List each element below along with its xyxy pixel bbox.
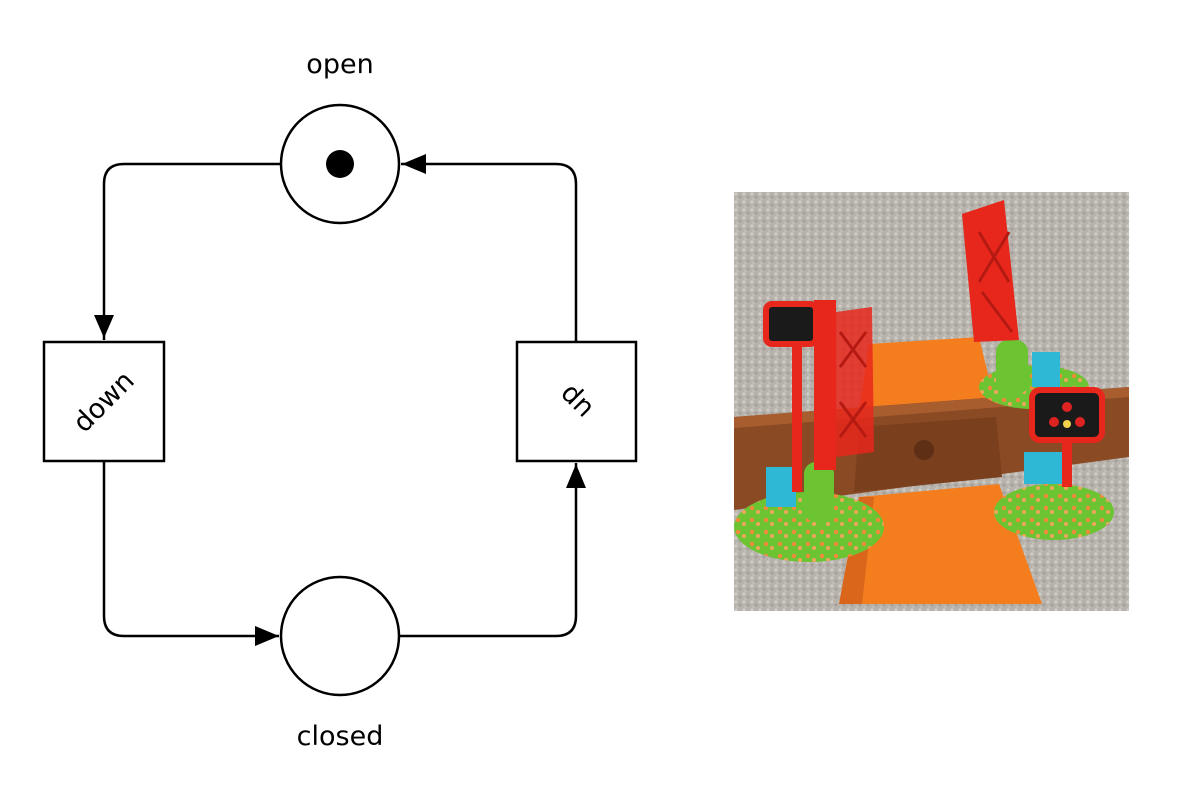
arc-up-to-open [401,162,578,341]
signal-light-left [1049,417,1059,427]
railroad-crossing-photo [734,192,1129,611]
place-closed [279,575,401,697]
signal-right-board [1029,387,1105,443]
signal-left-pole [792,342,802,492]
transition-down [42,340,166,463]
arrowhead-up-in [566,464,586,488]
fence-left [766,467,796,507]
transition-up [515,340,638,463]
barrier-left-lattice [836,307,874,457]
signal-left-board [763,301,819,347]
fence-right-back [1032,352,1060,387]
road-near [839,484,1042,604]
arc-closed-to-up [400,463,578,638]
track-hole [914,440,934,460]
signal-light-right [1075,417,1085,427]
road-far [859,337,996,412]
barrier-right-back [962,200,1019,342]
arc-down-to-closed [102,461,279,638]
barrier-right-back-holes [977,231,1014,333]
token-dot [326,150,354,178]
base-right-near [994,484,1114,540]
signal-right-pole [1062,437,1072,487]
base-left-near [734,492,884,562]
arrowhead-down-in [94,315,114,338]
post-left-green [804,462,834,522]
post-right-back-green [996,340,1028,395]
place-label-closed: closed [297,721,384,752]
arrowhead-closed-in [255,626,279,646]
signal-light-top [1062,402,1072,412]
barrier-left [814,300,836,470]
petri-net-diagram: open closed down up [42,49,638,752]
signal-light-center [1063,420,1071,428]
arc-open-to-down [102,162,281,340]
fence-right-near [1024,452,1064,484]
arrowhead-open-in [402,154,426,174]
place-label-open: open [306,49,373,80]
barrier-left-holes [838,331,868,438]
